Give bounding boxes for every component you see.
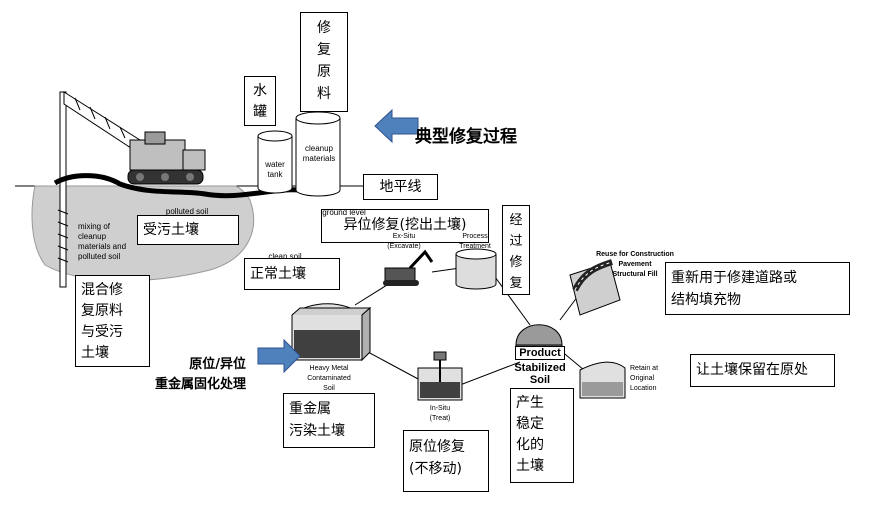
reuse-en-label: Reuse for Construction Pavement Structur… (596, 251, 674, 278)
process-arrow-icon (257, 338, 301, 374)
reuse-label-box: 重新用于修建道路或 结构填充物 (665, 262, 850, 315)
treated-label-box: 经 过 修 复 (502, 205, 530, 295)
materials-en-label: cleanup materials (302, 144, 336, 163)
excavator-icon (57, 91, 206, 288)
ex-situ-label-box: 异位修复(挖出土壤) (321, 209, 489, 243)
clean-soil-en-label: clean soil (268, 252, 302, 261)
mixing-en-label: mixing of cleanup materials and polluted… (78, 222, 127, 261)
water-tank-icon (257, 130, 293, 194)
heavy-metal-label-box: 重金属 污染土壤 (283, 393, 375, 448)
heavy-metal-en-label: Heavy Metal Contaminated Soil (307, 365, 351, 392)
water-tank-en-label: water tank (265, 160, 285, 179)
process-treatment-en-label: Process Treatment (459, 233, 491, 250)
materials-label-box: 修 复 原 料 (300, 12, 348, 112)
in-situ-label-box: 原位修复 (不移动) (403, 430, 489, 492)
contaminated-soil-label-box: 受污土壤 (137, 215, 239, 245)
retain-en-label: Retain at Original Location (630, 365, 659, 392)
mixing-label-box: 混合修 复原料 与受污 土壤 (75, 275, 150, 367)
title-arrow-icon (374, 108, 419, 144)
stabilized-en-label: Stabilized Soil (514, 362, 566, 386)
retain-label-box: 让土壤保留在原处 (690, 354, 835, 387)
in-situ-en-label: In-Situ (Treat) (429, 405, 451, 422)
ground-line-label-box: 地平线 (363, 174, 438, 200)
in-situ-soil-icon (417, 351, 463, 401)
product-en-label: Product (515, 346, 565, 360)
retain-soil-icon (579, 361, 626, 399)
feed-hose (53, 173, 301, 199)
water-tank-label-box: 水 罐 (244, 76, 276, 126)
process-caption: 原位/异位 重金属固化处理 (154, 357, 246, 392)
heavy-metal-soil-icon (291, 303, 372, 362)
road-reuse-icon (569, 259, 621, 316)
polluted-soil-en-label: polluted soil (165, 207, 209, 216)
process-tank-icon (455, 248, 497, 290)
cleanup-materials-icon (295, 111, 341, 197)
ground-level-en-label: ground level (322, 208, 366, 217)
ex-situ-excavator-icon (383, 249, 434, 286)
diagram-title: 典型修复过程 (415, 127, 517, 147)
ex-situ-en-label: Ex-Situ (Excavate) (387, 233, 421, 250)
stabilized-label-box: 产生 稳定 化的 土壤 (510, 388, 574, 483)
clean-soil-label-box: 正常土壤 (244, 258, 340, 290)
